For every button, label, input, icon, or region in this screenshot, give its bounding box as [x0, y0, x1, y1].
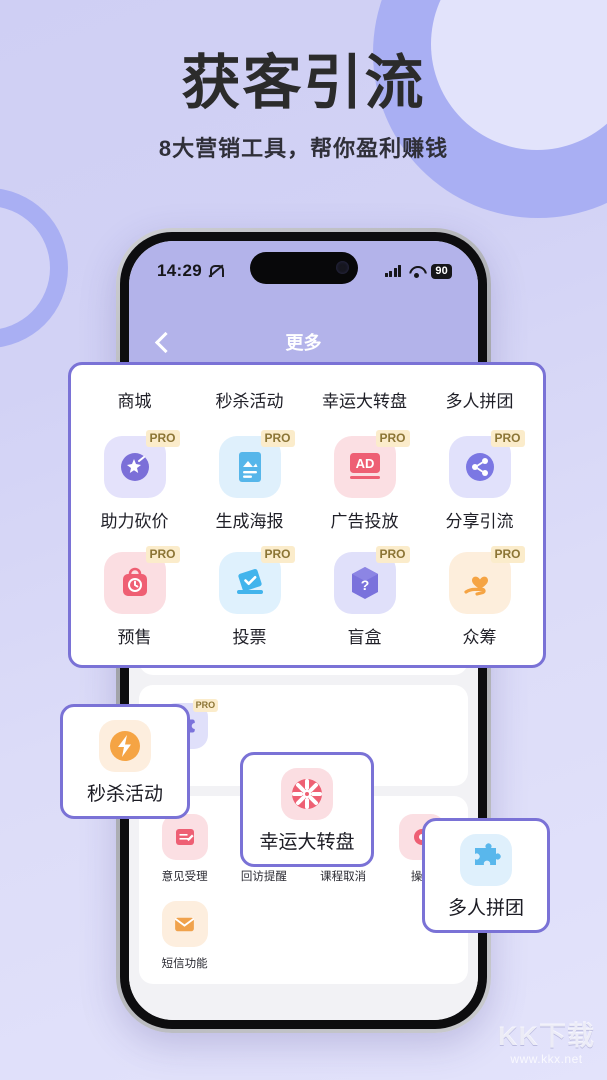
share-nodes-icon [448, 436, 511, 498]
nav-bar: 更多 [129, 319, 478, 365]
panel-item-ad[interactable]: AD PRO 广告投放 [307, 430, 422, 532]
panel-item-label: 投票 [232, 628, 267, 647]
panel-item-vote[interactable]: PRO 投票 [192, 546, 307, 648]
panel-item-mysterybox[interactable]: ? PRO 盲盒 [307, 546, 422, 648]
panel-item-bargain[interactable]: PRO 助力砍价 [77, 430, 192, 532]
grid-spacer [304, 901, 383, 972]
page-subtitle: 8大营销工具，帮你盈利赚钱 [158, 135, 449, 161]
status-bar-region: 14:29 90 [129, 241, 478, 319]
panel-item-label: 广告投放 [330, 512, 399, 531]
grid-item-label: 意见受理 [161, 871, 208, 883]
grid-item-label: 短信功能 [161, 958, 208, 970]
panel-label-shop: 商城 [117, 392, 152, 411]
feedback-form-icon [161, 814, 208, 860]
bell-slash-icon [208, 264, 224, 279]
highlight-panel: 商城 秒杀活动 幸运大转盘 多人拼团 PRO 助力砍价 PRO 生成海报 AD … [68, 362, 546, 668]
pro-badge: PRO [260, 430, 295, 447]
panel-item-crowdfunding[interactable]: PRO 众筹 [422, 546, 537, 648]
panel-item-presale[interactable]: PRO 预售 [77, 546, 192, 648]
grid-item-sms[interactable]: 短信功能 [145, 901, 224, 972]
sms-envelope-icon [161, 901, 208, 947]
pro-badge: PRO [375, 430, 410, 447]
pro-badge: PRO [145, 430, 180, 447]
dynamic-island [249, 252, 358, 284]
fortune-wheel-icon [281, 768, 333, 820]
grid-spacer [383, 703, 462, 774]
panel-item-label: 分享引流 [445, 512, 514, 531]
callout-label: 幸运大转盘 [259, 832, 355, 853]
panel-label-wheel: 幸运大转盘 [322, 392, 407, 411]
svg-text:AD: AD [355, 456, 374, 471]
status-bar-left: 14:29 [157, 261, 224, 281]
pro-badge: PRO [375, 546, 410, 563]
panel-label-flashsale: 秒杀活动 [215, 392, 284, 411]
status-bar-right: 90 [384, 263, 452, 279]
panel-item-label: 众筹 [462, 628, 497, 647]
bag-clock-icon [103, 552, 166, 614]
chevron-left-icon[interactable] [149, 329, 175, 355]
callout-label: 多人拼团 [447, 898, 524, 919]
pro-badge: PRO [490, 430, 525, 447]
grid-item-label: 课程取消 [320, 871, 367, 883]
panel-grid: PRO 助力砍价 PRO 生成海报 AD PRO 广告投放 PRO 分享引流 [77, 430, 537, 648]
panel-item-label: 盲盒 [347, 628, 382, 647]
callout-group-buy[interactable]: 多人拼团 [422, 818, 550, 933]
pro-badge: PRO [145, 546, 180, 563]
grid-item-label: 回访提醒 [240, 871, 287, 883]
battery-indicator: 90 [431, 263, 452, 279]
page-header: 获客引流 8大营销工具，帮你盈利赚钱 [0, 52, 607, 163]
page-title: 获客引流 [181, 48, 426, 117]
wifi-icon [408, 265, 424, 278]
callout-flash-sale[interactable]: 秒杀活动 [60, 704, 190, 819]
nav-title: 更多 [285, 333, 322, 353]
status-clock: 14:29 [157, 261, 202, 280]
pro-badge: PRO [260, 546, 295, 563]
grid-item-feedback[interactable]: 意见受理 [145, 814, 224, 885]
puzzle-piece-icon [460, 834, 512, 886]
panel-item-label: 预售 [117, 628, 152, 647]
lightning-bolt-icon [99, 720, 151, 772]
panel-item-share[interactable]: PRO 分享引流 [422, 430, 537, 532]
panel-label-groupbuy: 多人拼团 [445, 392, 514, 411]
panel-item-poster[interactable]: PRO 生成海报 [192, 430, 307, 532]
pro-badge: PRO [490, 546, 525, 563]
panel-item-label: 助力砍价 [100, 512, 169, 531]
svg-text:?: ? [360, 577, 369, 593]
status-bar: 14:29 90 [129, 241, 478, 287]
callout-fortune-wheel[interactable]: 幸运大转盘 [240, 752, 374, 867]
cellular-bars-icon [384, 265, 402, 277]
panel-row-labels: 商城 秒杀活动 幸运大转盘 多人拼团 [77, 387, 537, 412]
pro-badge: PRO [192, 699, 219, 712]
callout-label: 秒杀活动 [86, 784, 163, 805]
grid-spacer [224, 901, 303, 972]
panel-item-label: 生成海报 [215, 512, 284, 531]
